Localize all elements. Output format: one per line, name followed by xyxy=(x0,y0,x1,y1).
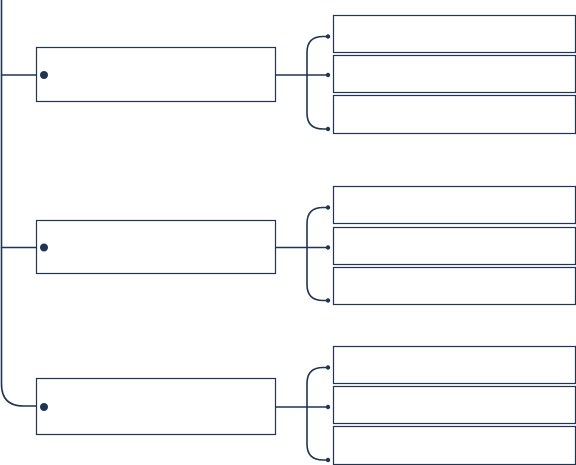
diagram-boxes xyxy=(35,14,576,465)
child-box xyxy=(332,425,576,465)
group-box xyxy=(35,377,277,436)
child-box xyxy=(332,54,576,94)
child-connector-dot xyxy=(325,72,331,78)
child-connector-dot xyxy=(325,205,331,210)
child-connector-dot xyxy=(325,126,331,132)
child-connector-dot xyxy=(325,457,331,463)
group-box xyxy=(35,219,277,275)
child-connector-dot xyxy=(325,34,331,39)
group-connector-dot xyxy=(40,71,48,79)
children-bracket xyxy=(306,206,329,302)
group-connector-dot xyxy=(40,243,48,252)
children-bracket xyxy=(306,35,329,130)
connector-lines xyxy=(0,0,329,461)
child-connector-dot xyxy=(325,245,331,250)
child-connector-dot xyxy=(325,365,331,370)
main-spine xyxy=(0,0,45,407)
child-box xyxy=(332,94,576,135)
child-connector-dot xyxy=(325,298,331,303)
child-box xyxy=(332,385,576,425)
child-box xyxy=(332,226,576,266)
children-bracket xyxy=(306,366,329,461)
group-connector-dot xyxy=(40,403,48,411)
connector-dots xyxy=(40,34,331,463)
child-connector-dot xyxy=(325,404,331,410)
child-box xyxy=(332,266,576,306)
child-box xyxy=(332,14,576,54)
group-box xyxy=(35,46,277,103)
child-box xyxy=(332,345,576,385)
child-box xyxy=(332,185,576,225)
